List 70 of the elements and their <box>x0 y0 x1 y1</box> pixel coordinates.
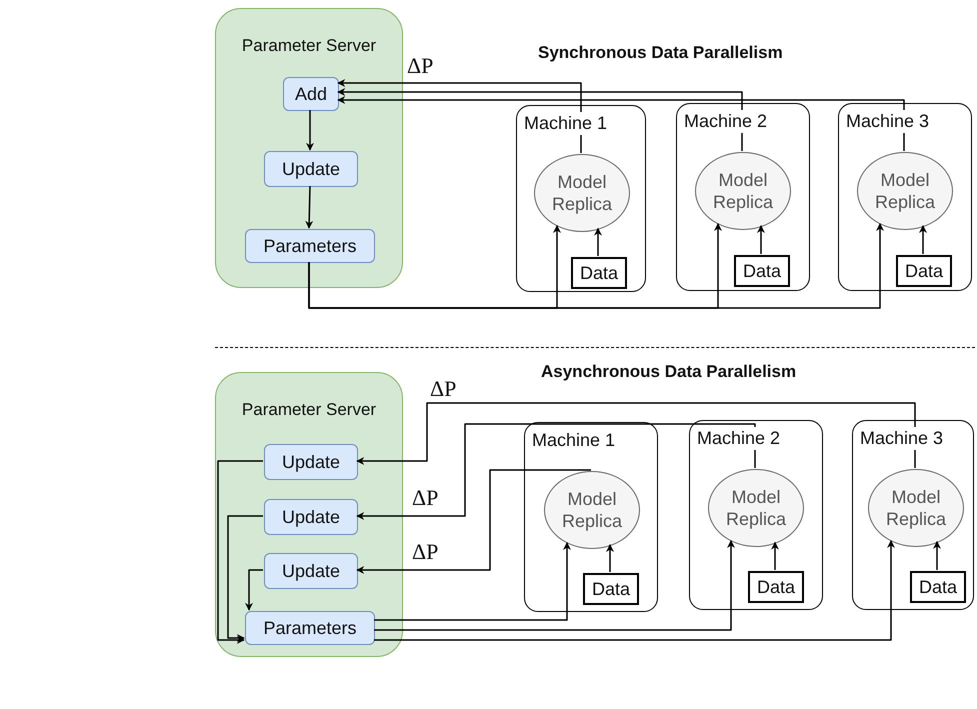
process-box <box>264 444 358 480</box>
data-box <box>583 573 639 605</box>
node-label: Machine 3 <box>845 110 930 132</box>
node-label: Update <box>282 450 340 474</box>
node-label: Data <box>580 262 618 284</box>
arrow <box>308 222 884 309</box>
section-title: Asynchronous Data Parallelism <box>541 362 796 382</box>
machine-box <box>689 420 823 610</box>
arrow <box>305 186 314 229</box>
machine-box <box>524 422 658 612</box>
data-box <box>910 571 966 603</box>
arrow <box>757 225 765 254</box>
node-label: Model Replica <box>884 486 948 530</box>
machine-box <box>838 103 972 291</box>
node-label: Parameter Server <box>240 35 378 56</box>
machine-box <box>852 420 974 610</box>
node-label: Model Replica <box>712 168 774 214</box>
process-box <box>283 77 339 111</box>
section-title: Synchronous Data Parallelism <box>538 43 783 63</box>
node-label: Parameter Server <box>240 399 378 420</box>
data-box <box>734 255 790 287</box>
process-box <box>264 553 358 589</box>
arrow <box>919 225 927 254</box>
arrow <box>374 542 571 621</box>
arrow <box>356 402 916 468</box>
process-box <box>264 151 358 187</box>
node-label: Model Replica <box>550 170 614 216</box>
node-label: Machine 2 <box>696 427 782 450</box>
server-container <box>215 372 403 657</box>
node-label: Machine 3 <box>859 427 944 450</box>
node-label: Update <box>282 560 340 582</box>
arrow <box>606 544 614 572</box>
arrow <box>374 540 735 631</box>
node-label: Model Replica <box>874 168 936 214</box>
node-label: Model Replica <box>724 486 788 530</box>
arrow <box>356 469 591 574</box>
process-box <box>245 229 375 263</box>
data-box <box>571 257 627 289</box>
arrow <box>356 423 756 520</box>
node-label: Model Replica <box>560 488 624 532</box>
arrow <box>374 540 895 641</box>
node-label: Data <box>756 576 796 598</box>
machine-box <box>676 103 810 291</box>
node-label: Data <box>918 576 958 598</box>
arrow <box>306 110 314 151</box>
process-box <box>264 499 358 535</box>
arrow <box>771 542 779 570</box>
arrow <box>594 228 602 256</box>
node-label: Data <box>904 260 944 282</box>
node-label: Parameters <box>263 616 357 640</box>
arrow <box>933 540 941 570</box>
data-box <box>896 255 952 287</box>
server-container <box>215 8 403 288</box>
node-label: Parameters <box>263 234 357 258</box>
node-label: Data <box>592 578 630 600</box>
arrow <box>337 88 743 151</box>
arrow <box>337 79 582 153</box>
data-box <box>748 571 804 603</box>
node-label: Add <box>294 82 328 106</box>
node-label: Update <box>282 158 340 180</box>
node-label: Machine 2 <box>683 110 768 132</box>
arrow <box>337 96 905 151</box>
arrow <box>217 460 263 644</box>
node-label: Data <box>742 260 782 282</box>
arrow <box>245 569 263 611</box>
process-box <box>245 611 375 645</box>
machine-box <box>516 105 646 292</box>
arrow <box>227 515 263 642</box>
node-label: Update <box>282 506 340 528</box>
node-label: Machine 1 <box>523 112 608 134</box>
